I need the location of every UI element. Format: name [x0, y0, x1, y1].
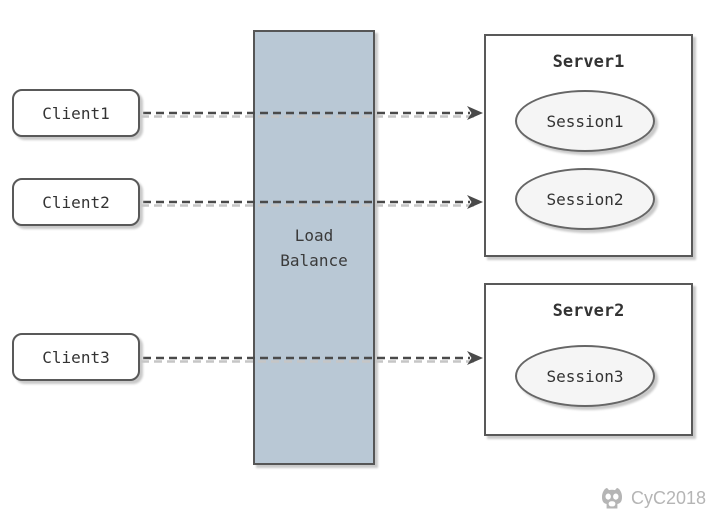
load-balancer-label-line2: Balance [280, 250, 348, 270]
client2-box: Client2 [12, 178, 140, 226]
watermark: CyC2018 [599, 487, 706, 509]
load-balancer-label: Load Balance [280, 223, 347, 273]
load-balancer-box: Load Balance [253, 30, 375, 465]
session1-ellipse: Session1 [515, 90, 655, 152]
server2-title: Server2 [552, 301, 625, 321]
load-balancer-label-line1: Load [294, 225, 334, 245]
client3-box: Client3 [12, 333, 140, 381]
client1-label: Client1 [42, 103, 110, 123]
client3-label: Client3 [42, 347, 110, 367]
session3-ellipse: Session3 [515, 345, 655, 407]
github-octocat-icon [601, 487, 622, 509]
arrow-client1-to-server1 [141, 106, 483, 120]
arrow-client3-to-server2 [141, 351, 483, 365]
watermark-text: CyC2018 [630, 487, 706, 508]
client2-label: Client2 [42, 192, 110, 212]
session3-label: Session3 [546, 366, 624, 386]
client1-box: Client1 [12, 89, 140, 137]
server2-box: Server2 [484, 283, 693, 436]
session2-ellipse: Session2 [515, 168, 655, 230]
session1-label: Session1 [546, 111, 624, 131]
session2-label: Session2 [546, 189, 624, 209]
arrow-client2-to-server1 [141, 195, 483, 209]
server1-title: Server1 [552, 52, 625, 72]
